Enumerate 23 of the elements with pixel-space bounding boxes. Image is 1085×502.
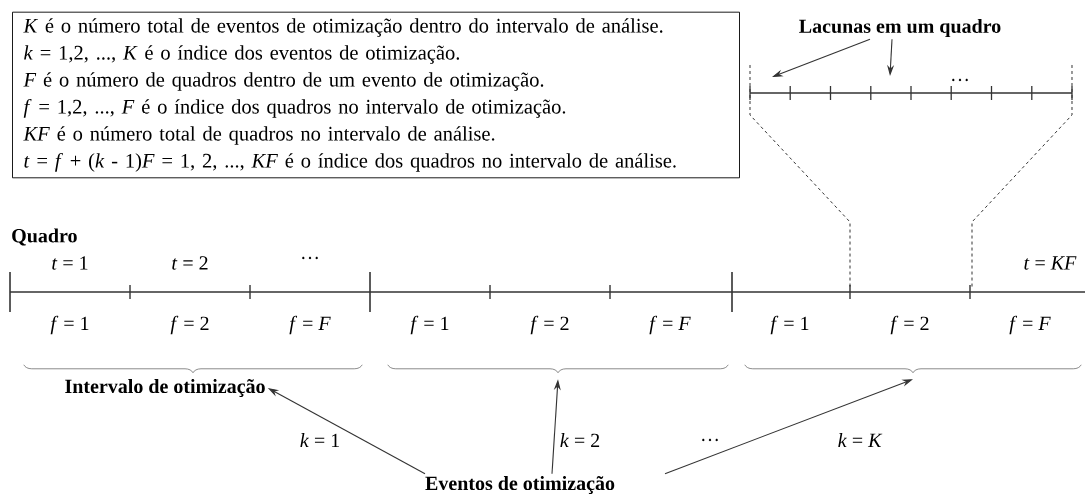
frame-label: …: [302, 256, 318, 260]
frame-label: f = F: [289, 315, 331, 335]
frame-label: f = 1: [410, 315, 449, 335]
edge-label: k = 2: [558, 432, 602, 448]
frame-label: …: [702, 438, 718, 442]
annotation-text: Eventos de otimização: [425, 475, 615, 494]
frame-label: f = 1: [770, 315, 809, 335]
brace: [23, 364, 363, 374]
frame-label: t = 1: [52, 256, 88, 270]
annotation-text: Intervalo de otimização: [65, 378, 265, 397]
frame-label: f = 2: [170, 315, 209, 335]
brace: [387, 364, 729, 374]
frame-label: …: [952, 78, 968, 82]
frame-label: t = 2: [172, 256, 208, 270]
frame-label: f = F: [1009, 315, 1051, 335]
frame-label: t = KF: [1024, 256, 1077, 270]
edge-label: k = K: [836, 432, 884, 448]
annotation-text: Lacunas em um quadro: [799, 18, 1001, 38]
frame-label: f = F: [649, 315, 691, 335]
definition-box: K é o número total de eventos de otimização dentro do intervalo de análise. k = 1,2, ..., K é o índice dos eventos de otimização. F é o número de quadros dentro de um evento de otimização. f = 1,2, ..., F é o índice dos quadros no intervalo de otimização. KF é o número total de quadros no intervalo de análise. t = f + (k - 1)F = 1, 2, ..., KF é o índice dos quadros no intervalo de análise.: [12, 11, 740, 179]
edge-label: k = 1: [298, 432, 342, 448]
brace: [744, 364, 1082, 374]
axis-title: Quadro: [12, 228, 77, 246]
